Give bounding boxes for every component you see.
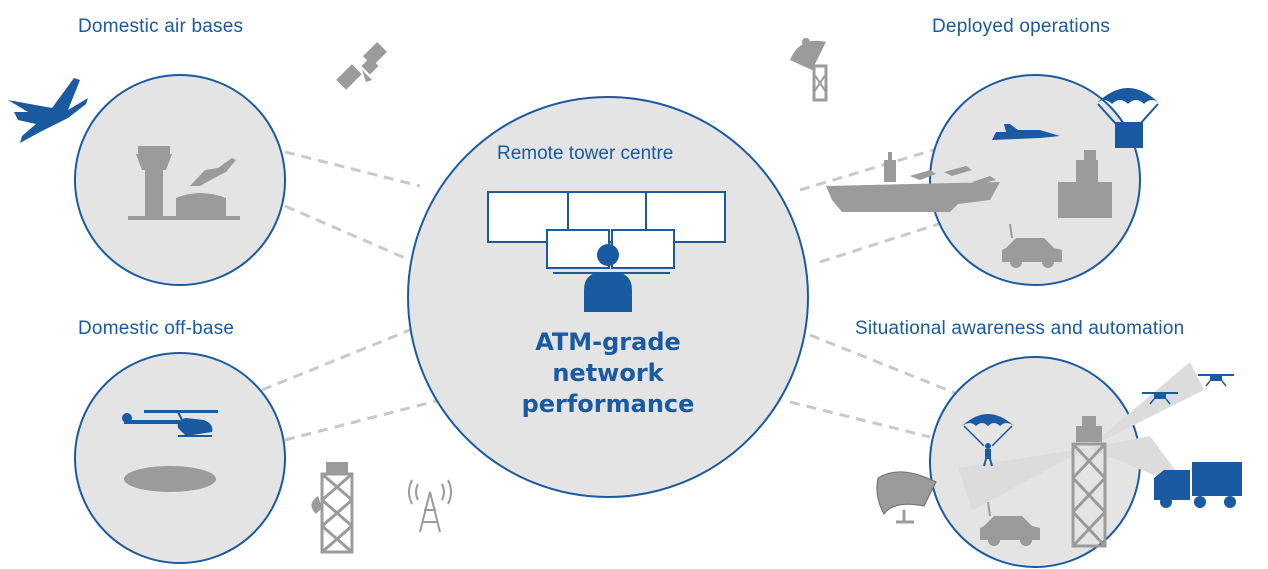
central-main-line1: ATM-grade bbox=[535, 328, 681, 356]
label-deployed-operations: Deployed operations bbox=[932, 16, 1111, 37]
connector-off-base-top bbox=[261, 328, 411, 392]
monitor-icon bbox=[611, 229, 675, 269]
antenna-icon bbox=[408, 479, 452, 533]
radio-tower-icon bbox=[320, 472, 354, 554]
fighter-jet-icon bbox=[992, 124, 1060, 140]
radar-tower-icon bbox=[1071, 442, 1107, 548]
container-building-icon bbox=[1058, 150, 1112, 218]
connector-off-base-bottom bbox=[284, 398, 441, 442]
military-truck-icon bbox=[1154, 462, 1242, 508]
label-situational-awareness: Situational awareness and automation bbox=[855, 318, 1185, 339]
control-tower-icon bbox=[128, 146, 240, 220]
aircraft-carrier-icon bbox=[826, 152, 1000, 212]
satellite-dish-icon bbox=[790, 38, 828, 102]
central-main-line2: network bbox=[552, 359, 664, 387]
label-domestic-air-bases: Domestic air bases bbox=[78, 16, 244, 37]
helicopter-icon bbox=[122, 410, 218, 437]
helipad-icon bbox=[124, 466, 216, 492]
drone-icon bbox=[1198, 374, 1234, 387]
central-main-line3: performance bbox=[521, 390, 695, 418]
connector-lines bbox=[261, 146, 961, 442]
connector-awareness-bottom bbox=[789, 400, 931, 439]
military-vehicle-icon bbox=[980, 501, 1040, 546]
airplane-landing-icon bbox=[190, 158, 236, 186]
radar-icon bbox=[876, 471, 937, 524]
central-main-text: ATM-grade network performance bbox=[488, 327, 728, 420]
circle-domestic-air-bases bbox=[74, 74, 286, 286]
military-vehicle-icon bbox=[1002, 223, 1062, 268]
drone-icon bbox=[1142, 392, 1178, 405]
circle-domestic-off-base bbox=[74, 352, 286, 564]
fighter-jet-icon bbox=[8, 78, 88, 143]
connector-deployed-top bbox=[799, 146, 941, 192]
circle-deployed-operations bbox=[929, 74, 1141, 286]
parachute-cargo-icon bbox=[1096, 88, 1160, 148]
monitor-wall bbox=[487, 191, 726, 274]
paratrooper-icon bbox=[962, 414, 1014, 467]
connector-awareness-top bbox=[809, 333, 961, 397]
connector-air-bases-top bbox=[284, 150, 421, 188]
label-domestic-off-base: Domestic off-base bbox=[78, 318, 235, 339]
connector-deployed-bottom bbox=[819, 220, 946, 264]
satellite-icon bbox=[336, 41, 388, 90]
connector-air-bases-bottom bbox=[284, 204, 406, 260]
operator-icon bbox=[584, 244, 632, 312]
label-remote-tower-centre: Remote tower centre bbox=[497, 143, 674, 164]
